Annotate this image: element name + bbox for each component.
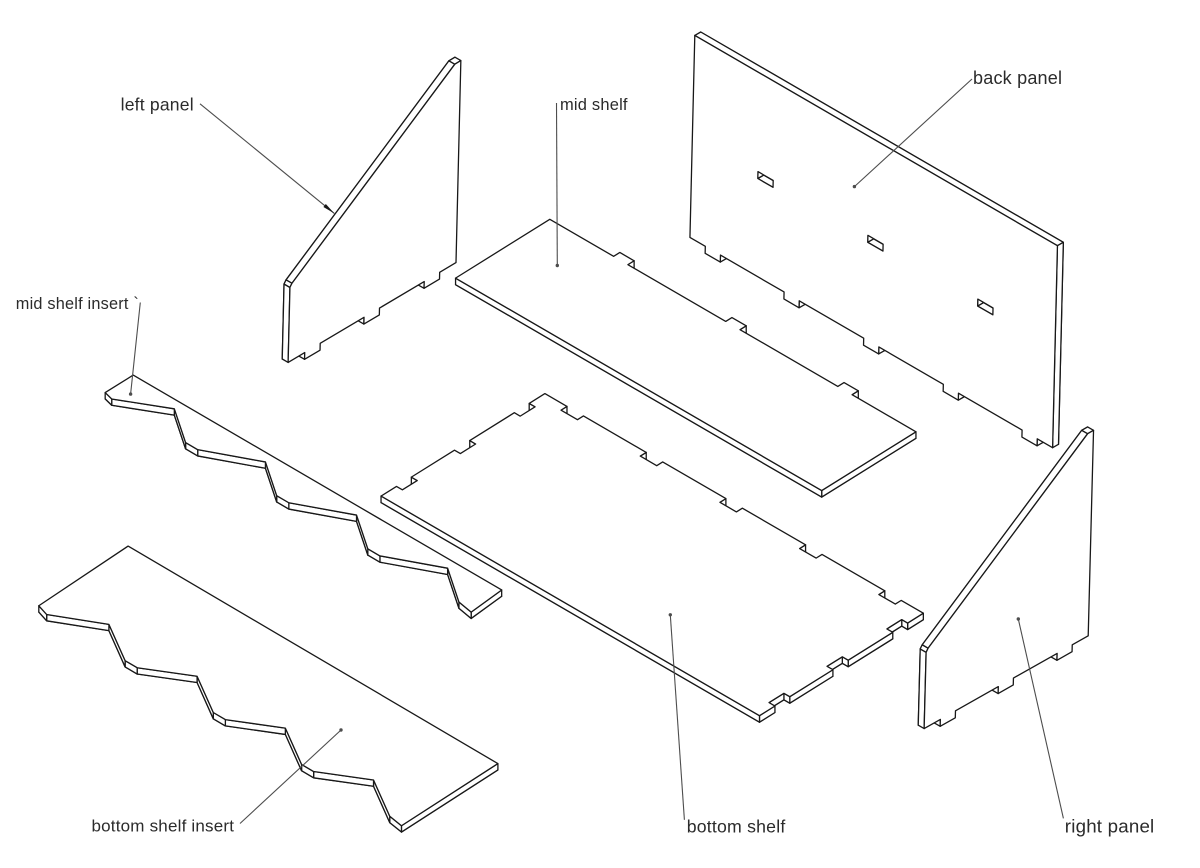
svg-text:left panel: left panel — [121, 94, 194, 114]
svg-text:back panel: back panel — [973, 68, 1062, 88]
svg-text:right panel: right panel — [1065, 816, 1155, 837]
svg-text:mid shelf insert `: mid shelf insert ` — [16, 295, 139, 313]
svg-text:bottom shelf: bottom shelf — [687, 817, 786, 837]
svg-text:mid shelf: mid shelf — [560, 96, 628, 114]
svg-text:bottom shelf insert: bottom shelf insert — [92, 817, 235, 836]
